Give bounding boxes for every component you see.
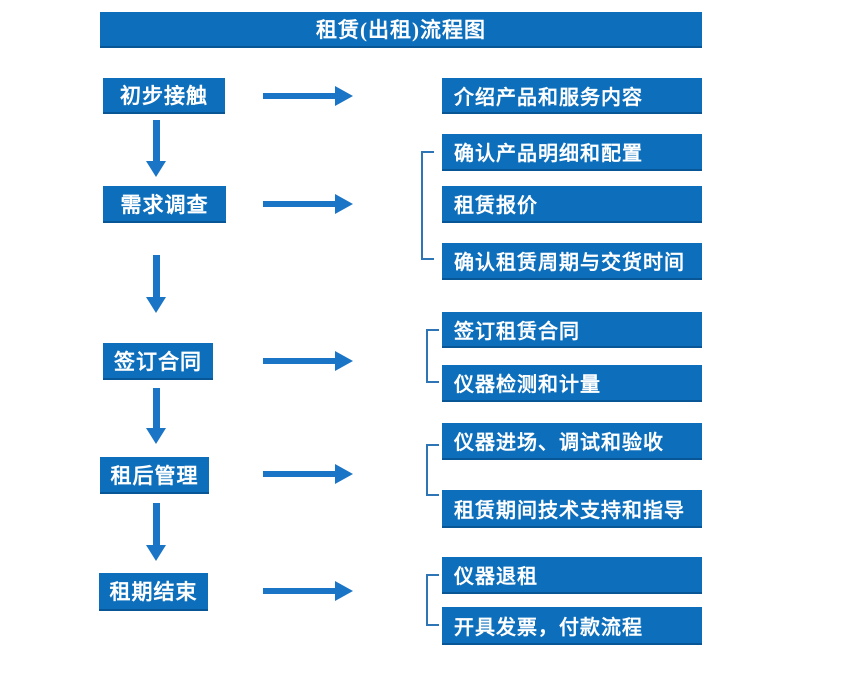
arrow-right-icon <box>263 194 353 214</box>
arrow-stem <box>153 120 160 161</box>
arrow-stem <box>153 503 160 545</box>
step-box-post-rental-management: 租后管理 <box>100 457 209 494</box>
arrow-head <box>146 297 166 313</box>
arrow-head <box>146 428 166 444</box>
arrow-head <box>335 581 353 601</box>
output-box-instrument-return: 仪器退租 <box>442 557 702 594</box>
output-box-confirm-period-delivery: 确认租赁周期与交货时间 <box>442 243 702 280</box>
bracket-connector <box>426 444 439 496</box>
bracket-connector <box>426 329 439 383</box>
arrow-down-icon <box>146 255 166 313</box>
step-box-initial-contact: 初步接触 <box>103 78 225 114</box>
arrow-right-icon <box>263 86 353 106</box>
step-box-rental-end: 租期结束 <box>99 573 208 611</box>
step-box-demand-survey: 需求调查 <box>103 186 226 223</box>
arrow-down-icon <box>146 120 166 177</box>
step-box-sign-contract: 签订合同 <box>103 343 213 380</box>
arrow-stem <box>263 471 335 477</box>
page-title: 租赁(出租)流程图 <box>100 12 702 48</box>
arrow-head <box>335 351 353 371</box>
arrow-stem <box>263 358 335 364</box>
arrow-head <box>335 194 353 214</box>
bracket-connector <box>421 151 434 260</box>
arrow-stem <box>153 388 160 428</box>
output-box-instrument-setup-acceptance: 仪器进场、调试和验收 <box>442 423 702 460</box>
output-box-sign-rental-contract: 签订租赁合同 <box>442 312 702 348</box>
arrow-stem <box>153 255 160 297</box>
arrow-right-icon <box>263 581 353 601</box>
output-box-invoice-payment: 开具发票，付款流程 <box>442 607 702 645</box>
output-box-tech-support: 租赁期间技术支持和指导 <box>442 490 702 528</box>
output-box-instrument-inspection: 仪器检测和计量 <box>442 365 702 402</box>
arrow-stem <box>263 201 335 207</box>
arrow-stem <box>263 93 335 99</box>
arrow-right-icon <box>263 464 353 484</box>
arrow-head <box>146 161 166 177</box>
arrow-head <box>335 86 353 106</box>
arrow-stem <box>263 588 335 594</box>
arrow-head <box>335 464 353 484</box>
arrow-head <box>146 545 166 561</box>
output-box-confirm-product-details: 确认产品明细和配置 <box>442 134 702 171</box>
arrow-right-icon <box>263 351 353 371</box>
bracket-connector <box>426 574 439 626</box>
arrow-down-icon <box>146 503 166 561</box>
output-box-introduce-products: 介绍产品和服务内容 <box>442 78 702 114</box>
output-box-rental-quote: 租赁报价 <box>442 186 702 223</box>
arrow-down-icon <box>146 388 166 444</box>
